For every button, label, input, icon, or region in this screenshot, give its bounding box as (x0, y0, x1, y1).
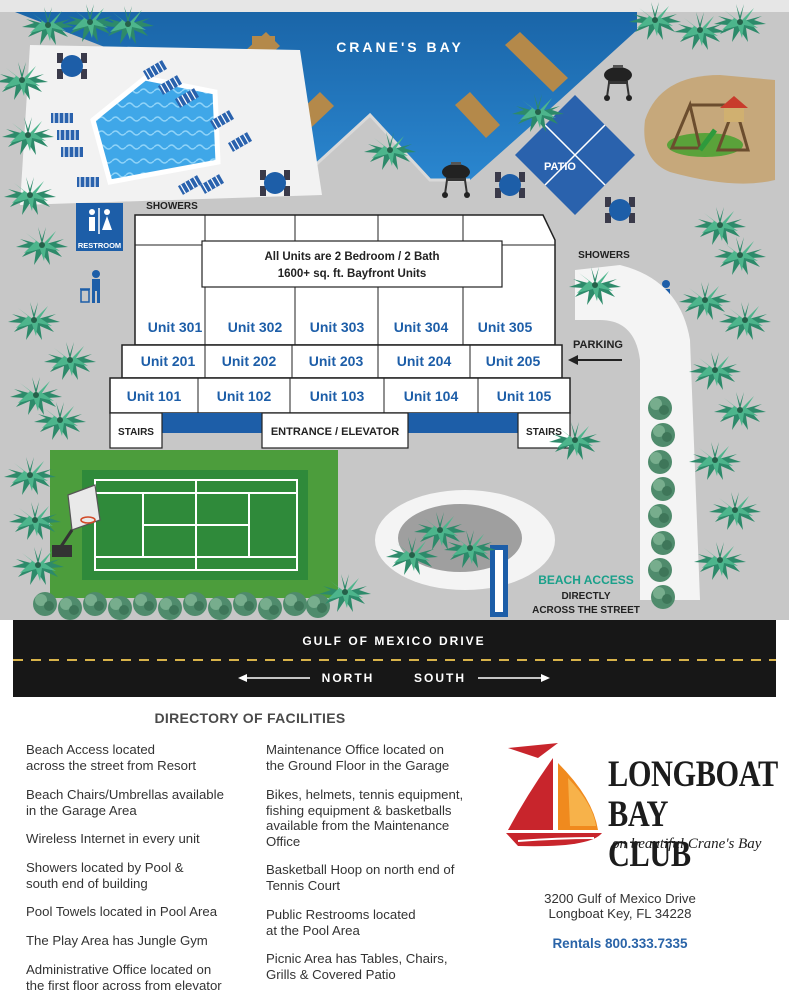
beach-access-line3: ACROSS THE STREET (532, 605, 640, 616)
address-line2: Longboat Key, FL 34228 (548, 906, 692, 921)
gulf-of-mexico-drive: GULF OF MEXICO DRIVE NORTH SOUTH (13, 620, 776, 697)
swing-set-icon (669, 100, 702, 150)
restroom-label: RESTROOM (78, 241, 121, 250)
directory-item-line: Pool Towels located in Pool Area (26, 904, 218, 919)
basketball-hoop-icon (52, 484, 101, 557)
showers-label-pool: SHOWERS (146, 201, 198, 212)
directory-item-line: The Play Area has Jungle Gym (26, 933, 208, 948)
directory-item-line: available from the Maintenance (266, 818, 450, 833)
arrow-left-icon (568, 355, 622, 365)
stairs-left-label: STAIRS (118, 427, 154, 438)
unit-label: Unit 303 (310, 319, 365, 335)
directory-title: DIRECTORY OF FACILITIES (154, 710, 346, 726)
patio-label: PATIO (544, 161, 576, 173)
directory-item-line: Tennis Court (266, 877, 341, 893)
unit-label: Unit 302 (228, 319, 283, 335)
directory-item-line: Grills & Covered Patio (266, 966, 396, 982)
building-note-line1: All Units are 2 Bedroom / 2 Bath (264, 251, 439, 263)
directory-item-line: Beach Chairs/Umbrellas available (26, 787, 224, 802)
directory-item-line: Showers located by Pool & (26, 860, 184, 875)
unit-label: Unit 105 (497, 388, 552, 404)
arrow-south-icon (478, 674, 550, 682)
directory-item-line: in the Garage Area (26, 802, 137, 818)
unit-label: Unit 305 (478, 319, 533, 335)
beach-access-line2: DIRECTLY (561, 591, 610, 602)
resort-map: PATIO RESTROOM SHOWERS SHOWERS A (0, 0, 789, 697)
directory-item-line: Public Restrooms located (266, 907, 416, 922)
road-name: GULF OF MEXICO DRIVE (302, 634, 485, 648)
directory-item: Picnic Area has Tables, Chairs,Grills & … (266, 951, 496, 982)
beach-access-title: BEACH ACCESS (538, 573, 634, 587)
address-line1: 3200 Gulf of Mexico Drive (544, 891, 696, 906)
unit-label: Unit 304 (394, 319, 449, 335)
unit-label: Unit 202 (222, 353, 277, 369)
directory-item: The Play Area has Jungle Gym (26, 933, 256, 949)
directory-item-line: Administrative Office located on (26, 962, 212, 977)
stairs-right-label: STAIRS (526, 427, 562, 438)
directory-item: Bikes, helmets, tennis equipment,fishing… (266, 787, 496, 849)
unit-label: Unit 203 (309, 353, 364, 369)
directory-item: Pool Towels located in Pool Area (26, 904, 256, 920)
arrow-north-icon (238, 674, 310, 682)
unit-label: Unit 204 (397, 353, 452, 369)
driveway-island (375, 490, 555, 590)
unit-label: Unit 201 (141, 353, 196, 369)
tennis-court (50, 450, 338, 598)
south-label: SOUTH (414, 671, 466, 685)
directory-item-line: fishing equipment & basketballs (266, 802, 452, 818)
brand-tagline: on beautiful Crane's Bay (612, 836, 762, 852)
directory-item-line: the Ground Floor in the Garage (266, 757, 450, 773)
directory-item-line: Beach Access located (26, 742, 156, 757)
directory-item-line: Wireless Internet in every unit (26, 831, 200, 846)
restroom-sign: RESTROOM (76, 203, 123, 251)
directory-item-line: south end of building (26, 875, 148, 891)
building-note-line2: 1600+ sq. ft. Bayfront Units (278, 268, 427, 280)
directory-item-line: Picnic Area has Tables, Chairs, (266, 951, 448, 966)
directory-item: Showers located by Pool &south end of bu… (26, 860, 256, 891)
bay-name: CRANE'S BAY (336, 39, 464, 55)
unit-label: Unit 101 (127, 388, 182, 404)
sailboat-logo-icon (506, 743, 602, 847)
directory-item-line: Maintenance Office located on (266, 742, 444, 757)
unit-label: Unit 301 (148, 319, 203, 335)
directory-item-line: across the street from Resort (26, 757, 197, 773)
unit-label: Unit 102 (217, 388, 272, 404)
building: All Units are 2 Bedroom / 2 Bath 1600+ s… (109, 214, 571, 449)
play-area (644, 75, 775, 184)
brand-line2: BAY CLUB (608, 794, 691, 875)
unit-label: Unit 104 (404, 388, 459, 404)
unit-label: Unit 103 (310, 388, 365, 404)
directory-item-line: Bikes, helmets, tennis equipment, (266, 787, 464, 802)
parking-label: PARKING (573, 339, 623, 351)
north-label: NORTH (322, 671, 375, 685)
showers-label-south: SHOWERS (578, 250, 630, 261)
brand-line1: LONGBOAT (608, 754, 778, 795)
directory-item: Wireless Internet in every unit (26, 831, 256, 847)
rentals-phone: Rentals 800.333.7335 (552, 936, 688, 951)
directory-item-line: Office (266, 833, 301, 849)
unit-label: Unit 205 (486, 353, 541, 369)
directory-item-line: at the Pool Area (266, 922, 360, 938)
directory-item-line: Basketball Hoop on north end of (266, 862, 455, 877)
entrance-label: ENTRANCE / ELEVATOR (271, 426, 399, 438)
directory-item-line: the first floor across from elevator (26, 977, 222, 993)
